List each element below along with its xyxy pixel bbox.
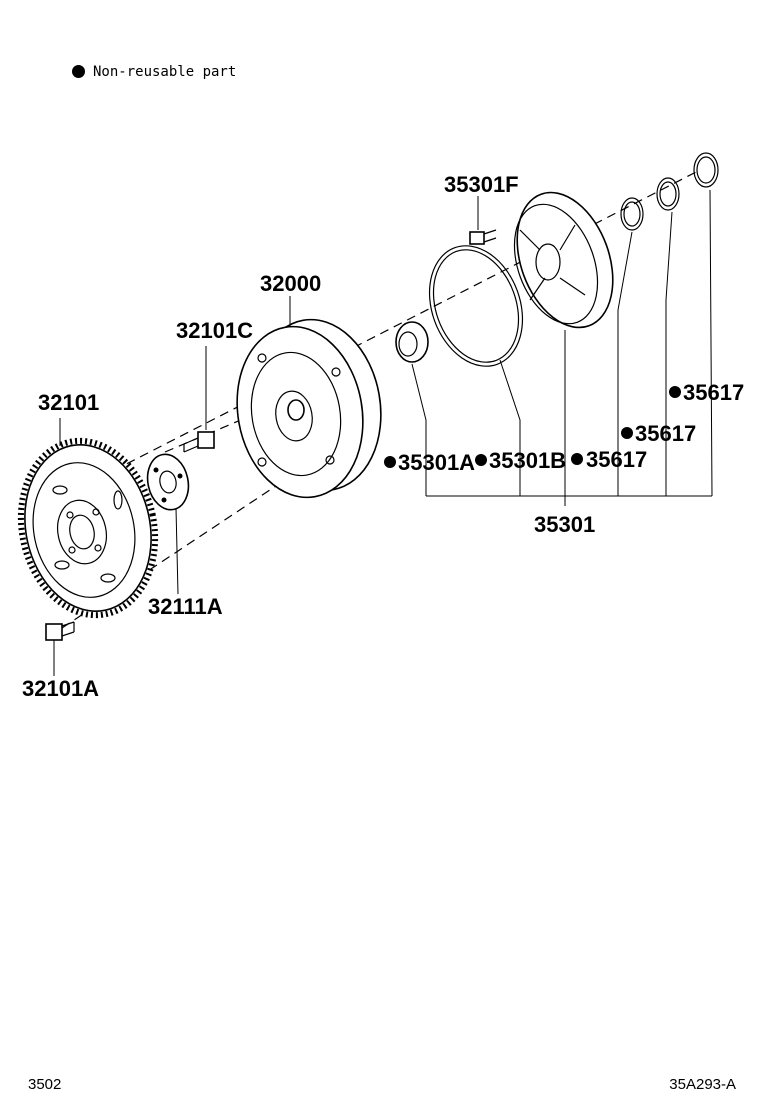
drive-plate-32101[interactable] [5,428,171,628]
label-35617-a: 35617 [586,447,647,472]
label-35617-c: 35617 [683,380,744,405]
legend-text: Non-reusable part [93,64,237,80]
label-32111A: 32111A [148,594,223,619]
oil-pump-35301[interactable] [499,179,630,341]
label-35301F: 35301F [444,172,519,197]
spacer-plate-32111A[interactable] [143,450,194,513]
label-32101C: 32101C [176,318,253,343]
page-code: 3502 [28,1076,62,1093]
label-35301: 35301 [534,512,595,537]
leader-lines [53,189,713,676]
seal-ring-35617-a[interactable] [620,197,644,231]
label-32101A: 32101A [22,676,99,701]
non-reusable-markers [384,386,681,468]
label-35301A: 35301A [398,450,475,475]
label-35617-b: 35617 [635,421,696,446]
figure-code: 35A293-A [669,1076,736,1093]
seal-ring-35617-c[interactable] [693,152,719,188]
label-32000: 32000 [260,271,321,296]
flywheel-bolt-32101A[interactable] [45,621,75,641]
label-32101: 32101 [38,390,99,415]
label-35301B: 35301B [489,448,566,473]
o-ring-35301B[interactable] [413,233,538,380]
non-reusable-marker-icon [72,65,85,78]
bolt-35301F[interactable] [469,229,497,245]
oil-seal-35301A[interactable] [395,321,429,363]
torque-converter-32000[interactable] [224,310,394,508]
bolt-32101C[interactable] [183,431,215,453]
legend: Non-reusable part [72,64,236,80]
seal-ring-35617-b[interactable] [656,177,680,211]
